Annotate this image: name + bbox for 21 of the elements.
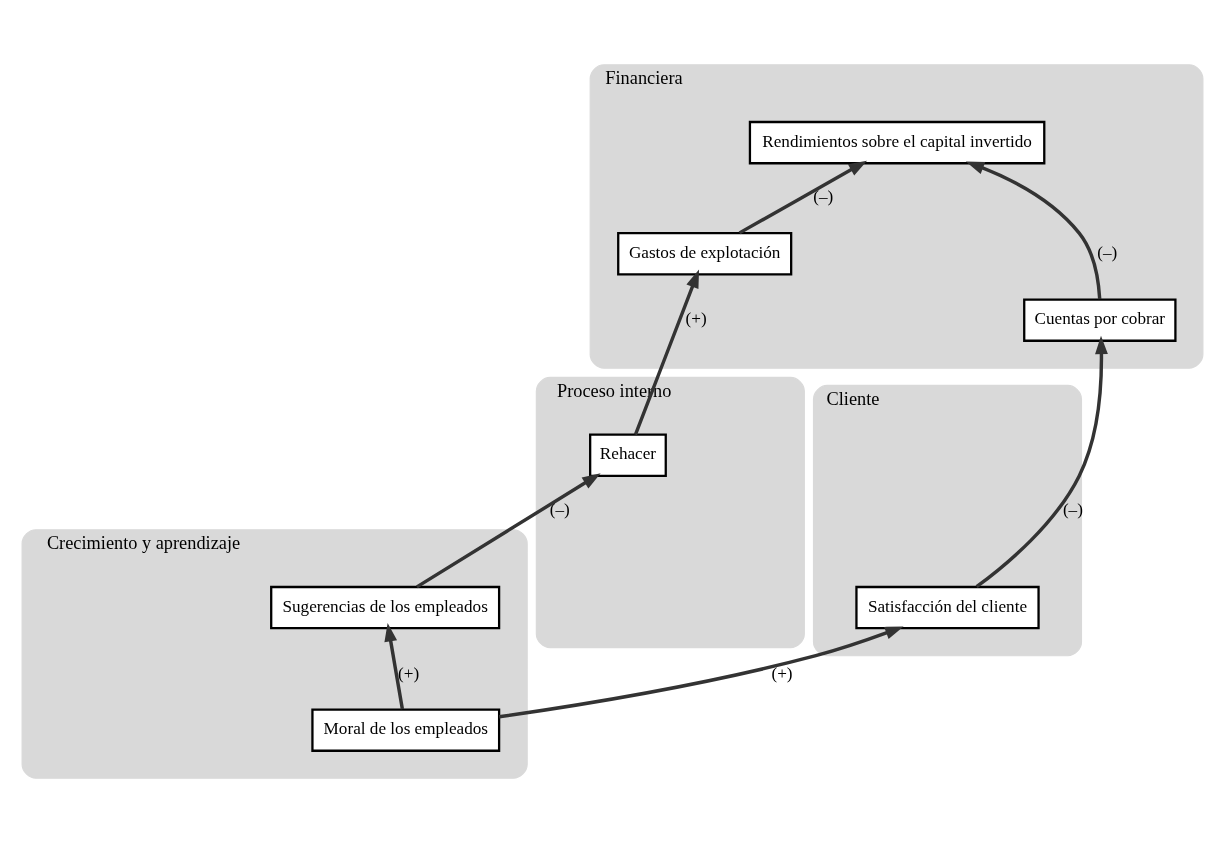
node-box: Gastos de explotación bbox=[617, 231, 793, 275]
node-box: Rendimientos sobre el capital invertido bbox=[748, 120, 1046, 164]
arrow bbox=[738, 160, 868, 234]
edge-label: (–) bbox=[549, 499, 570, 519]
node-box: Cuentas por cobrar bbox=[1023, 297, 1177, 342]
edge-label: (+) bbox=[771, 663, 793, 683]
node-box: Moral de los empleados bbox=[311, 707, 501, 752]
edge-label: (–) bbox=[813, 186, 834, 206]
edge-label: (+) bbox=[685, 308, 707, 328]
edge-label: (–) bbox=[1097, 242, 1118, 262]
node-box: Sugerencias de los empleados bbox=[270, 585, 501, 629]
arrow bbox=[498, 626, 904, 718]
edge-label: (–) bbox=[1062, 499, 1083, 519]
node-box: Satisfacción del cliente bbox=[855, 585, 1040, 629]
edge-label: (+) bbox=[398, 663, 420, 683]
arrow bbox=[975, 335, 1108, 588]
node-box: Rehacer bbox=[589, 433, 667, 477]
arrow bbox=[633, 269, 700, 435]
arrow bbox=[416, 472, 601, 588]
arrow bbox=[384, 622, 405, 709]
arrow bbox=[965, 161, 1102, 299]
